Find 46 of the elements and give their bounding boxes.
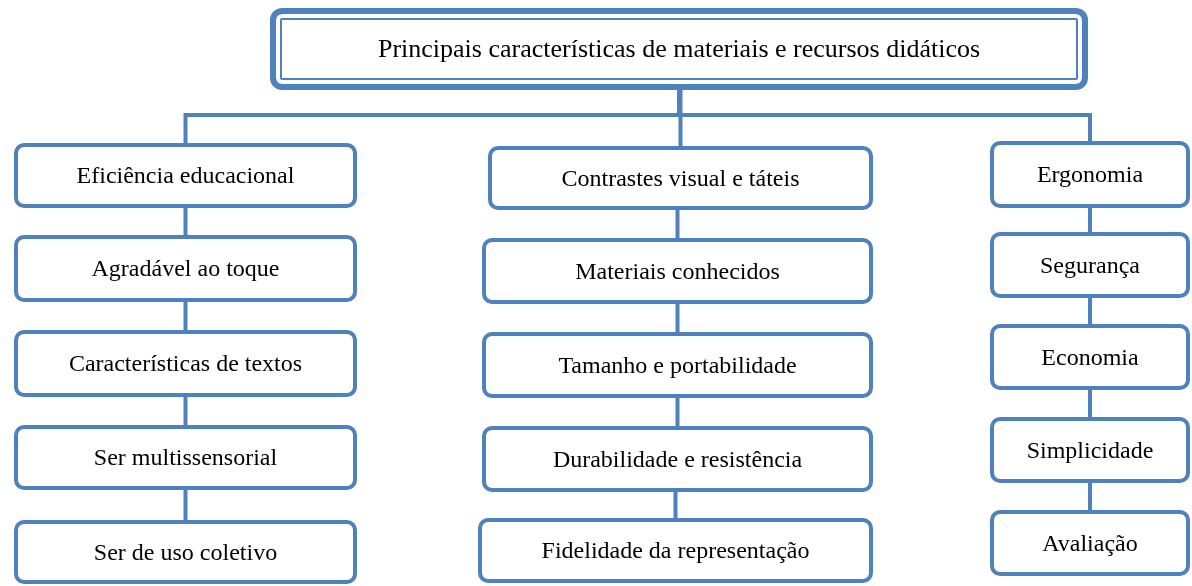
- box-label: Ser de uso coletivo: [93, 538, 278, 566]
- characteristic-box: [990, 141, 1190, 208]
- box-label: Eficiência educacional: [76, 162, 295, 189]
- box-label: Agradável ao toque: [91, 255, 280, 282]
- box-label: Avaliação: [1042, 529, 1138, 557]
- box-label: Contrastes visual e táteis: [561, 164, 800, 192]
- box-label: Materiais conhecidos: [575, 257, 780, 285]
- box-label: Durabilidade e resistência: [552, 445, 803, 473]
- heading-text: Principais características de materiais e recursos didáticos: [377, 34, 981, 64]
- characteristic-box: [990, 324, 1190, 390]
- connector-line: [183, 208, 188, 235]
- characteristic-box: [14, 143, 357, 208]
- characteristic-box: [482, 238, 873, 304]
- connector-line: [677, 90, 1092, 141]
- connector-line: [1088, 390, 1092, 417]
- connector-line: [1088, 208, 1092, 232]
- characteristic-box: [478, 518, 873, 583]
- box-label: Segurança: [1040, 251, 1140, 279]
- box-label: Simplicidade: [1026, 436, 1154, 464]
- box-label: Economia: [1041, 343, 1139, 371]
- box-label: Características de textos: [68, 350, 303, 377]
- connector-line: [675, 398, 680, 426]
- characteristic-box: [488, 146, 873, 210]
- box-label: Ergonomia: [1036, 161, 1144, 188]
- characteristic-box: [14, 330, 357, 397]
- characteristic-box: [14, 235, 357, 302]
- connector-line: [1088, 483, 1092, 510]
- box-label: Fidelidade da representação: [541, 537, 810, 564]
- characteristic-box: [482, 332, 873, 398]
- characteristic-box: [990, 417, 1190, 483]
- characteristic-box: [14, 425, 357, 490]
- connector-line: [673, 492, 678, 518]
- connector-line: [675, 304, 680, 332]
- heading-box: [270, 8, 1088, 90]
- characteristic-box: [482, 426, 873, 492]
- box-label: Tamanho e portabilidade: [558, 351, 797, 379]
- connector-line: [183, 490, 188, 520]
- characteristic-box: [14, 520, 357, 584]
- connector-line: [1088, 298, 1092, 324]
- connector-line: [675, 210, 680, 238]
- connector-line: [183, 397, 188, 425]
- connector-line: [678, 90, 683, 146]
- characteristic-box: [990, 232, 1190, 298]
- box-label: Ser multissensorial: [93, 444, 278, 471]
- characteristic-box: [990, 510, 1190, 576]
- connector-line: [183, 302, 188, 330]
